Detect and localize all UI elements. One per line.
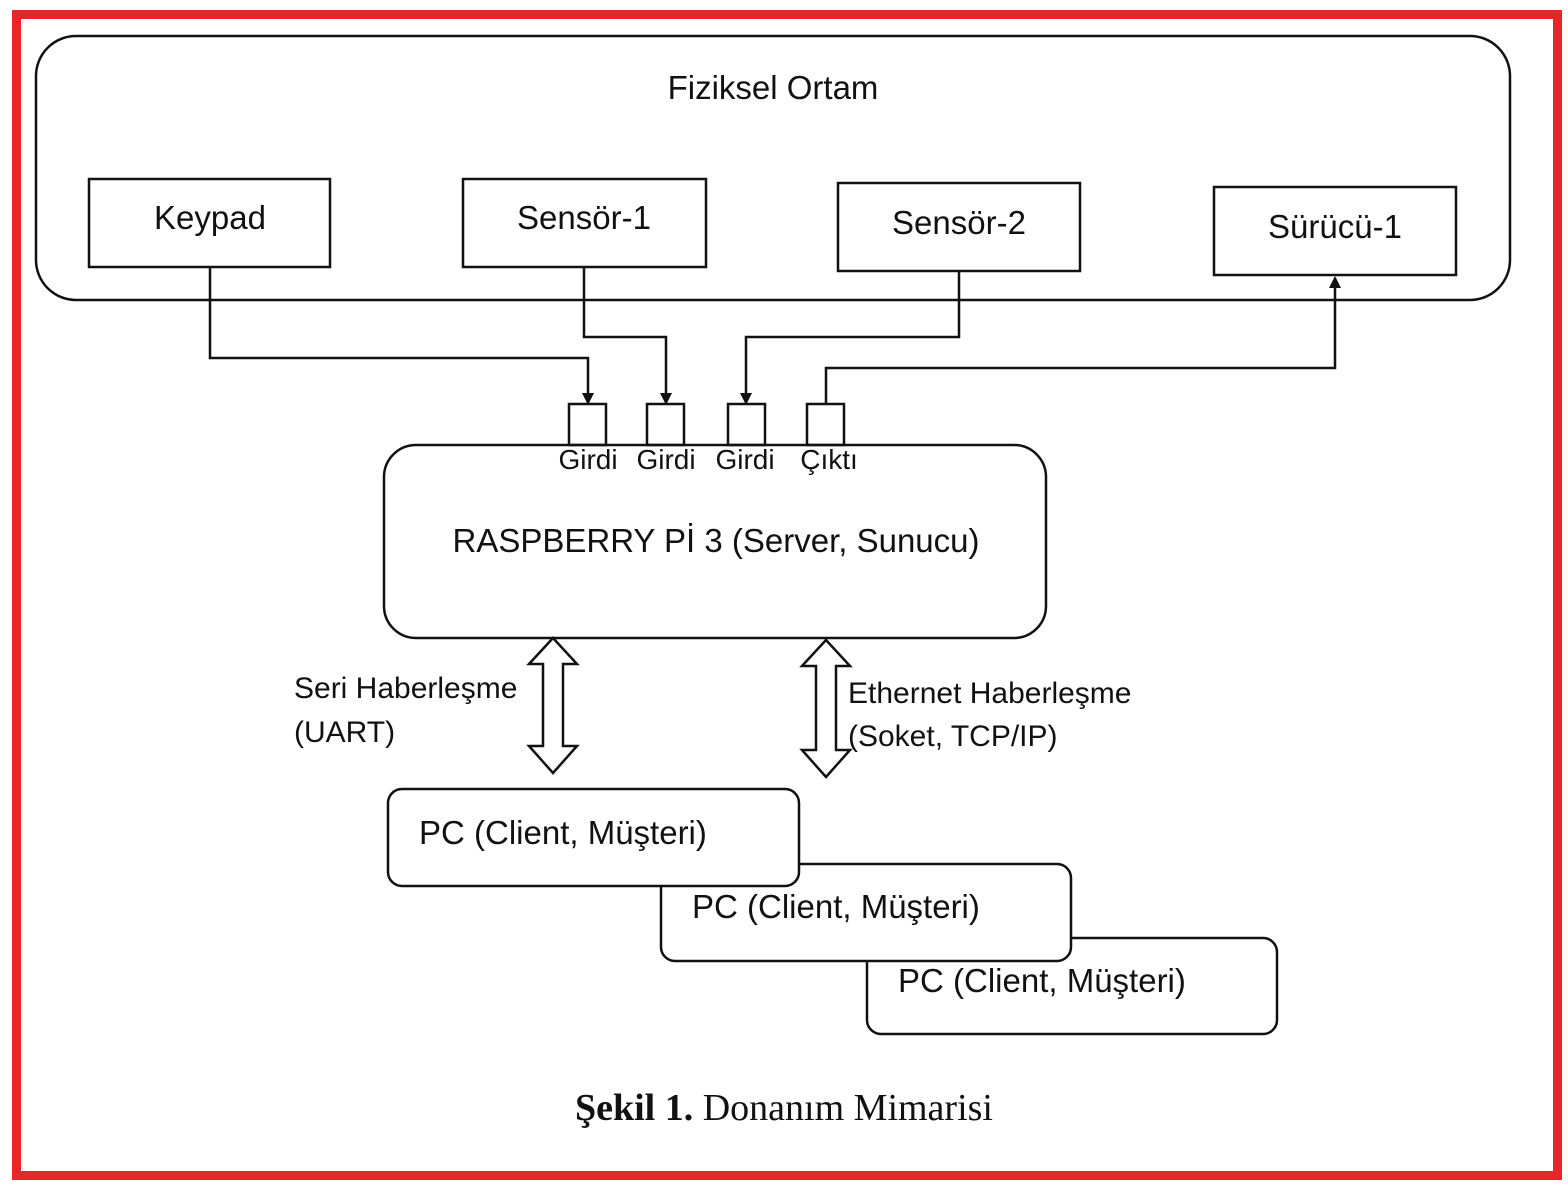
input-port-1	[567, 402, 608, 447]
client-pc-1-box	[386, 787, 801, 888]
sensor-1-connector	[582, 267, 672, 405]
sensor-2-connector	[740, 271, 961, 405]
serial-comm-label: Seri Haberleşme	[294, 672, 517, 705]
client-pc-2-box	[659, 862, 1073, 963]
figure-caption: Şekil 1. Donanım Mimarisi	[0, 1086, 1568, 1130]
serial-double-arrow	[526, 636, 580, 775]
driver-1-label: Sürücü-1	[1268, 208, 1402, 245]
ethernet-comm-protocol: (Soket, TCP/IP)	[848, 720, 1058, 753]
input-port-3	[726, 402, 767, 447]
input-port-1-label: Girdi	[558, 444, 617, 475]
ethernet-comm-label: Ethernet Haberleşme	[848, 677, 1131, 710]
input-port-2	[645, 402, 686, 447]
client-pc-2-label: PC (Client, Müşteri)	[692, 888, 980, 925]
driver-1-connector	[824, 276, 1341, 404]
output-port-label: Çıktı	[800, 444, 858, 475]
red-frame	[12, 10, 1562, 1180]
driver-1-box	[1212, 185, 1458, 277]
output-port	[805, 402, 846, 447]
keypad-connector	[208, 267, 594, 405]
raspberry-pi-server-box	[382, 443, 1048, 640]
physical-environment-label: Fiziksel Ortam	[668, 69, 879, 106]
input-port-3-label: Girdi	[715, 444, 774, 475]
sensor-2-label: Sensör-2	[892, 204, 1026, 241]
sensor-2-box	[836, 181, 1082, 273]
raspberry-pi-server-label: RASPBERRY Pİ 3 (Server, Sunucu)	[452, 522, 979, 559]
keypad-box	[87, 177, 332, 269]
physical-environment-box	[34, 34, 1512, 302]
keypad-label: Keypad	[154, 199, 266, 236]
serial-comm-protocol: (UART)	[294, 716, 395, 749]
client-pc-3-label: PC (Client, Müşteri)	[898, 962, 1186, 999]
sensor-1-label: Sensör-1	[517, 199, 651, 236]
figure-number: Şekil 1.	[574, 1087, 694, 1129]
ethernet-double-arrow	[799, 638, 853, 779]
input-port-2-label: Girdi	[636, 444, 695, 475]
client-pc-1-label: PC (Client, Müşteri)	[419, 814, 707, 851]
figure-title: Donanım Mimarisi	[702, 1087, 993, 1129]
